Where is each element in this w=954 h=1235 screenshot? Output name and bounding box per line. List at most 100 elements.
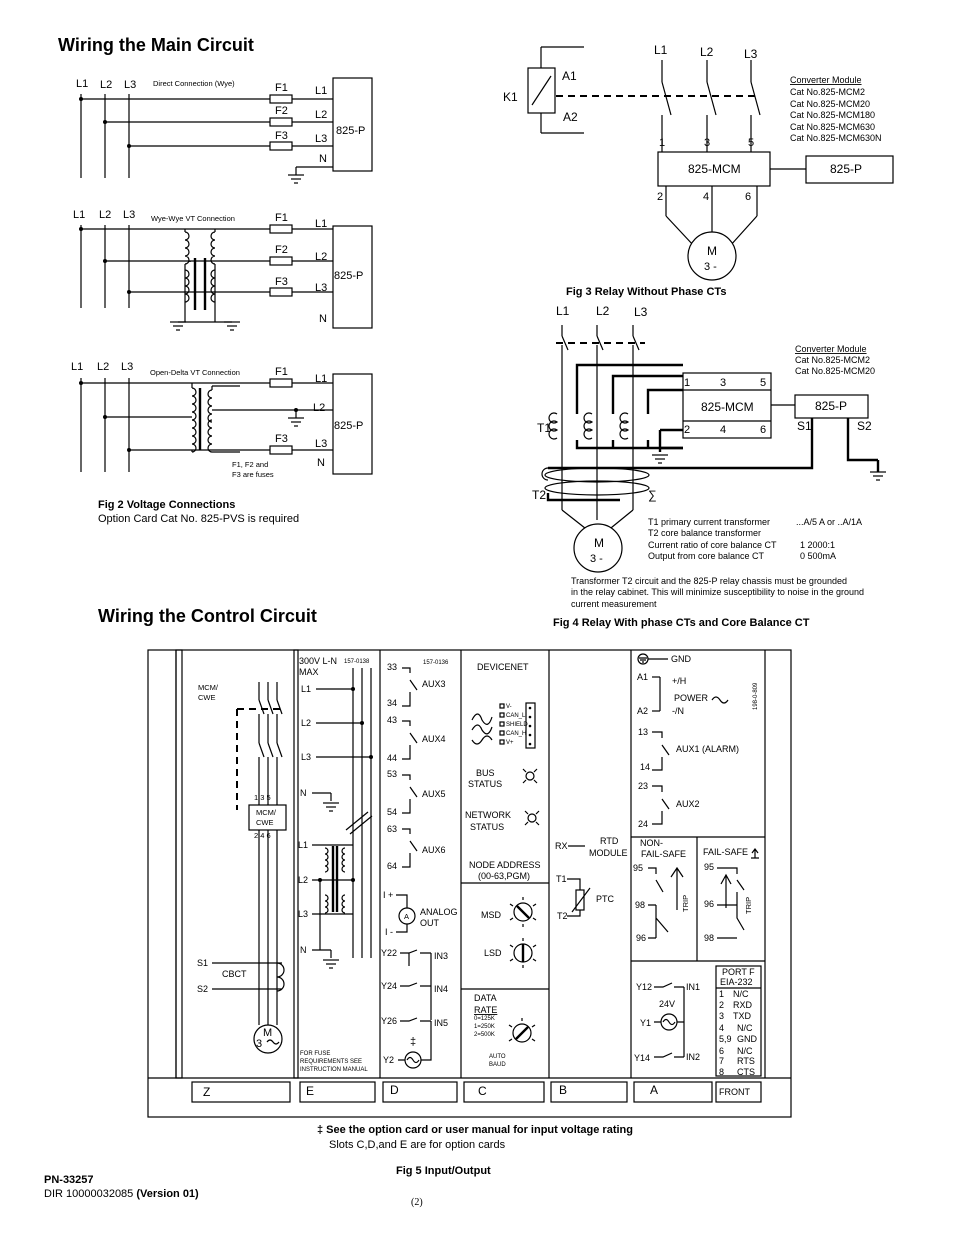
slot-z: Z [203, 1085, 210, 1099]
bus-status-label: BUS [476, 768, 495, 778]
line-label-l3: L3 [634, 305, 648, 319]
term-3: 3 [720, 377, 726, 389]
fuse-label-f1: F1 [275, 366, 288, 378]
network-status-label: STATUS [470, 822, 504, 832]
input-in5: Y26 IN5 [381, 1016, 448, 1028]
term-l1: L1 [315, 85, 327, 97]
fig3-relay-without-ct: L1 L2 L3 K1 A1 A2 1 3 5 825-MCM 825-P 2 … [503, 43, 894, 298]
note-row: Current ratio of core balance CT [648, 540, 777, 550]
note-row: Output from core balance CT [648, 551, 765, 561]
input-label: IN5 [434, 1018, 448, 1028]
failsafe-label: FAIL-SAFE [703, 847, 748, 857]
converter-title: Converter Module [795, 344, 867, 354]
ac-icon [711, 696, 729, 704]
devicenet-label: DEVICENET [477, 662, 529, 672]
line-label-l2: L2 [99, 209, 111, 221]
pin-label: SHIELD [506, 722, 528, 728]
line-label-l2: L2 [100, 79, 112, 91]
motor-label: M [263, 1027, 272, 1039]
term-l1: L1 [298, 840, 308, 850]
part-code: 157-0136 [423, 660, 449, 666]
pin-number: 7 [719, 1056, 724, 1066]
version-text: (Version 01) [136, 1188, 199, 1200]
aux-label: AUX6 [422, 845, 446, 855]
direct-connection-label: Direct Connection (Wye) [153, 79, 235, 88]
minus-label: -/N [672, 706, 684, 716]
input-label: IN3 [434, 951, 448, 961]
term-l1: L1 [315, 218, 327, 230]
rotary-switch-data-rate[interactable] [508, 1018, 536, 1043]
24v-label: 24V [659, 999, 675, 1009]
term-number: 33 [387, 662, 397, 672]
auto-baud-label: BAUD [489, 1062, 506, 1068]
slot-front: FRONT [719, 1087, 750, 1097]
mcm-cwe-label: MCM/ [198, 683, 219, 692]
line-label-l3: L3 [121, 361, 133, 373]
term-5: 5 [748, 137, 754, 149]
y1-label: Y1 [640, 1018, 651, 1028]
pin-signal: GND [737, 1034, 758, 1044]
fs-term-98: 98 [704, 933, 714, 943]
trip-label: TRIP [681, 895, 690, 912]
power-label: POWER [674, 693, 709, 703]
plus-label: +/H [672, 676, 686, 686]
pin-label: V+ [506, 740, 514, 746]
slot-c: C [478, 1084, 487, 1098]
mcm-terms-top: 1 3 5 [254, 793, 271, 802]
pin-signal: RXD [733, 1000, 753, 1010]
mcm-cwe-label: CWE [198, 693, 216, 702]
term-l2: L2 [315, 251, 327, 263]
port-f-box [715, 965, 762, 1077]
term-l3: L3 [315, 438, 327, 450]
a1-label: A1 [562, 69, 577, 83]
part-code: 198-0-809 [753, 682, 759, 710]
line-label-l2: L2 [97, 361, 109, 373]
cbct-label: CBCT [222, 969, 247, 979]
term-l3: L3 [301, 752, 311, 762]
note-row: T2 core balance transformer [648, 528, 761, 538]
fig2-caption: Fig 2 Voltage Connections [98, 499, 235, 511]
line-label-l2: L2 [596, 304, 610, 318]
note-value: 1 2000:1 [800, 540, 835, 550]
open-delta-diagram: L1 L2 L3 Open-Delta VT Connection F1 F3 … [71, 361, 373, 525]
rotary-switch-lsd[interactable] [509, 938, 537, 968]
aux1-alarm-contact: 13 14 AUX1 (ALARM) [638, 727, 739, 772]
converter-item: Cat No.825-MCM630 [790, 122, 875, 132]
slot-d: D [390, 1083, 399, 1097]
term-5: 5 [760, 377, 766, 389]
msd-label: MSD [481, 910, 502, 920]
line-label-l1: L1 [556, 304, 570, 318]
converter-item: Cat No.825-MCM20 [790, 99, 870, 109]
fig4-caption: Fig 4 Relay With phase CTs and Core Bala… [553, 617, 810, 629]
analog-plus: I + [383, 890, 393, 900]
t1-label: T1 [556, 874, 567, 884]
pin-number: 2 [719, 1000, 724, 1010]
led-icon [522, 768, 538, 784]
term-6: 6 [760, 424, 766, 436]
term-l2: L2 [313, 402, 325, 414]
term-n: N [317, 457, 325, 469]
fs-term-96: 96 [704, 899, 714, 909]
line-label-l3: L3 [123, 209, 135, 221]
input-in3: Y22 IN3 [381, 948, 448, 966]
s1-label: S1 [197, 958, 208, 968]
pin-number: 3 [719, 1011, 724, 1021]
term-number: 44 [387, 753, 397, 763]
motor-sub-label: 3 - [704, 261, 717, 273]
slot-b: B [559, 1083, 567, 1097]
analog-out-label: OUT [420, 918, 440, 928]
line-label-l2: L2 [700, 45, 714, 59]
line-label-l1: L1 [73, 209, 85, 221]
rotary-switch-msd[interactable] [509, 897, 537, 927]
line-label-l3: L3 [744, 47, 758, 61]
term-l1: L1 [301, 684, 311, 694]
fig5-control-circuit: Z E D C B A FRONT MCM/ CWE 1 3 5 MCM/ CW… [147, 649, 792, 1177]
mcm-cwe-box [248, 804, 287, 831]
nf-term-96: 96 [636, 933, 646, 943]
fig5-caption: Fig 5 Input/Output [396, 1165, 491, 1177]
footnote-sub: Slots C,D,and E are for option cards [329, 1139, 506, 1151]
mcm-box [657, 151, 771, 187]
ammeter-letter: A [404, 912, 409, 921]
motor-phases: 3 [256, 1038, 262, 1050]
